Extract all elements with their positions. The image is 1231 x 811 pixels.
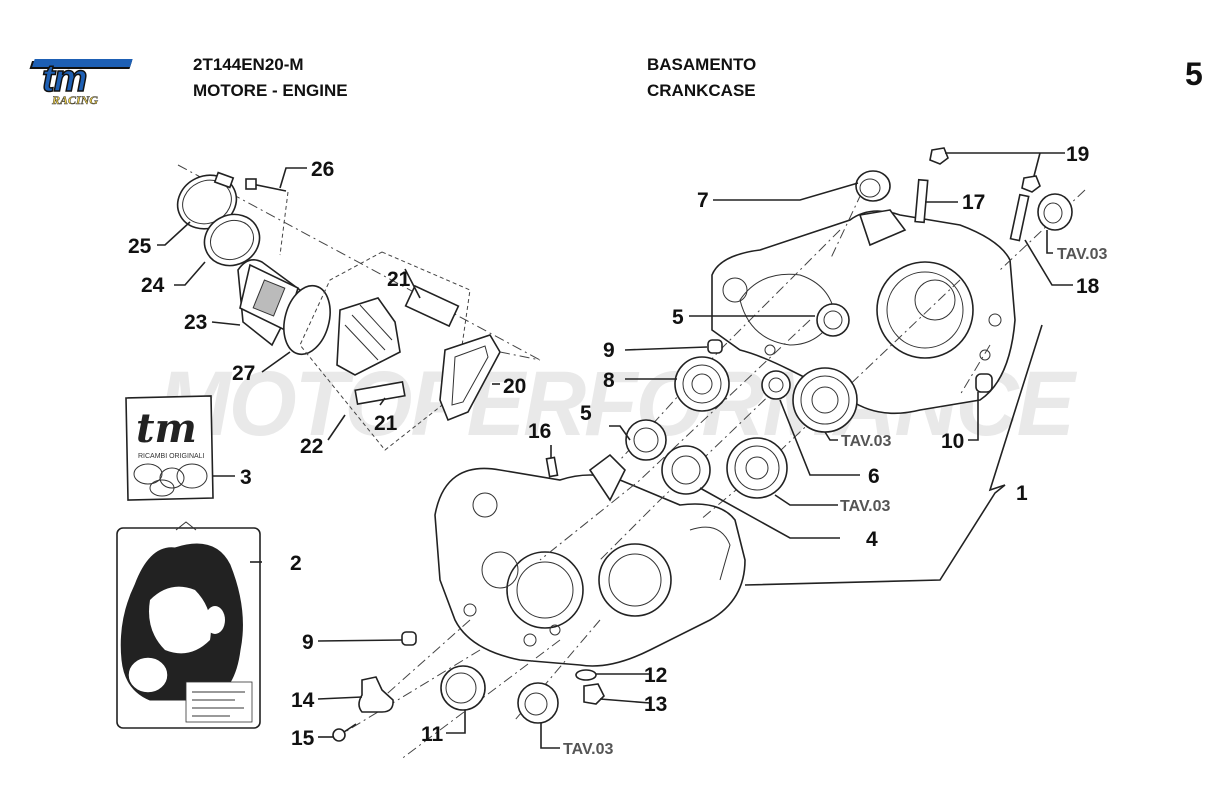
tav-ref-bearing-4[interactable]: TAV.03 <box>840 498 891 515</box>
part-19-nut[interactable] <box>1021 175 1041 193</box>
callout-17[interactable]: 17 <box>962 191 985 214</box>
part-10-dowel[interactable] <box>975 373 993 393</box>
callout-10[interactable]: 10 <box>941 430 964 453</box>
callout-5-lower[interactable]: 5 <box>580 402 592 425</box>
tav-ref-top-right[interactable]: TAV.03 <box>1057 246 1108 263</box>
part-14-bracket[interactable] <box>358 676 394 713</box>
callout-labels: 1 2 3 4 5 5 6 7 8 9 9 10 11 12 13 14 15 … <box>128 143 1108 758</box>
callout-19[interactable]: 19 <box>1066 143 1089 166</box>
callout-20[interactable]: 20 <box>503 375 526 398</box>
callout-11[interactable]: 11 <box>421 723 444 746</box>
section-title-en: CRANKCASE <box>647 81 756 100</box>
part-8-bearing[interactable] <box>674 356 730 412</box>
callout-7[interactable]: 7 <box>697 189 709 212</box>
part-2-gasket-kit[interactable] <box>116 521 261 729</box>
part-27-o-ring[interactable] <box>277 280 338 359</box>
callout-16[interactable]: 16 <box>528 420 551 443</box>
part-26-screw[interactable] <box>245 178 287 192</box>
callout-21-bottom[interactable]: 21 <box>374 412 398 435</box>
logo-text: tm <box>42 58 87 100</box>
section-title-it: BASAMENTO <box>647 55 757 74</box>
part-23-intake-manifold[interactable] <box>237 259 302 347</box>
callout-6[interactable]: 6 <box>868 465 880 488</box>
callout-14[interactable]: 14 <box>291 689 315 712</box>
leader-lines <box>157 152 1073 749</box>
part-16-plug-screw[interactable] <box>545 456 559 478</box>
part-11-oil-seal[interactable] <box>440 665 486 711</box>
callout-5-upper[interactable]: 5 <box>672 306 684 329</box>
part-13-drain-plug[interactable] <box>583 683 605 705</box>
callout-22[interactable]: 22 <box>300 435 323 458</box>
part-5-bearing-lower[interactable] <box>625 419 667 461</box>
part-22-reed-valve-block[interactable] <box>336 297 401 376</box>
tav-ref-bearing-6[interactable]: TAV.03 <box>841 433 892 450</box>
part-7-oil-seal[interactable] <box>855 170 891 202</box>
part-24-intake-rubber[interactable] <box>196 206 268 275</box>
part-22-kit-outline <box>299 251 471 451</box>
part-code: 2T144EN20-M <box>193 55 304 74</box>
callout-26[interactable]: 26 <box>311 158 334 181</box>
part-oil-seal-top-right[interactable] <box>1037 193 1073 231</box>
tav-ref-bottom[interactable]: TAV.03 <box>563 741 614 758</box>
part-21-reed-petal-bottom[interactable] <box>354 381 406 405</box>
part-1-right-crankcase-half[interactable] <box>711 209 1016 415</box>
tm-racing-logo: tm RACING <box>29 57 133 107</box>
part-21-reed-petal-top[interactable] <box>404 284 460 328</box>
part-25-hose-clamp[interactable] <box>169 166 245 238</box>
callout-1[interactable]: 1 <box>1016 482 1028 505</box>
callout-24[interactable]: 24 <box>141 274 165 297</box>
part-9-dowel-lower[interactable] <box>401 631 417 646</box>
part-6-bearing[interactable] <box>761 370 791 400</box>
part-main-bearing-lower[interactable] <box>726 437 788 499</box>
callout-27[interactable]: 27 <box>232 362 255 385</box>
part-4-bearing[interactable] <box>661 445 711 495</box>
callout-8[interactable]: 8 <box>603 369 615 392</box>
part-1-left-crankcase-half[interactable] <box>434 453 746 667</box>
part-main-bearing-upper[interactable] <box>792 367 858 433</box>
callout-13[interactable]: 13 <box>644 693 667 716</box>
logo-subtext: RACING <box>51 93 98 107</box>
part-20-reed-gasket[interactable] <box>439 334 501 422</box>
callout-23[interactable]: 23 <box>184 311 207 334</box>
part-9-dowel-upper[interactable] <box>707 339 723 354</box>
part-3-seal-kit[interactable]: tm RICAMBI ORIGINALI <box>125 395 214 501</box>
group-title: MOTORE - ENGINE <box>193 81 348 100</box>
seal-kit-brand: tm <box>136 405 197 452</box>
intake-group <box>169 164 541 451</box>
part-15-screw[interactable] <box>332 723 357 742</box>
part-5-bearing-upper[interactable] <box>816 303 850 337</box>
callout-12[interactable]: 12 <box>644 664 667 687</box>
callout-21-top[interactable]: 21 <box>387 268 411 291</box>
callout-3[interactable]: 3 <box>240 466 252 489</box>
callout-9-upper[interactable]: 9 <box>603 339 615 362</box>
callout-25[interactable]: 25 <box>128 235 152 258</box>
callout-2[interactable]: 2 <box>290 552 302 575</box>
callout-9-lower[interactable]: 9 <box>302 631 314 654</box>
page-number: 5 <box>1185 56 1203 92</box>
part-18-stud[interactable] <box>1009 193 1030 242</box>
callout-15[interactable]: 15 <box>291 727 315 750</box>
callout-18[interactable]: 18 <box>1076 275 1100 298</box>
tm-logo-mark: tm <box>29 57 133 101</box>
callout-4[interactable]: 4 <box>866 528 878 551</box>
part-oil-seal-bottom[interactable] <box>517 682 559 724</box>
seal-kit-caption: RICAMBI ORIGINALI <box>138 453 205 460</box>
part-12-washer[interactable] <box>575 669 597 681</box>
part-17-stud[interactable] <box>914 147 949 224</box>
